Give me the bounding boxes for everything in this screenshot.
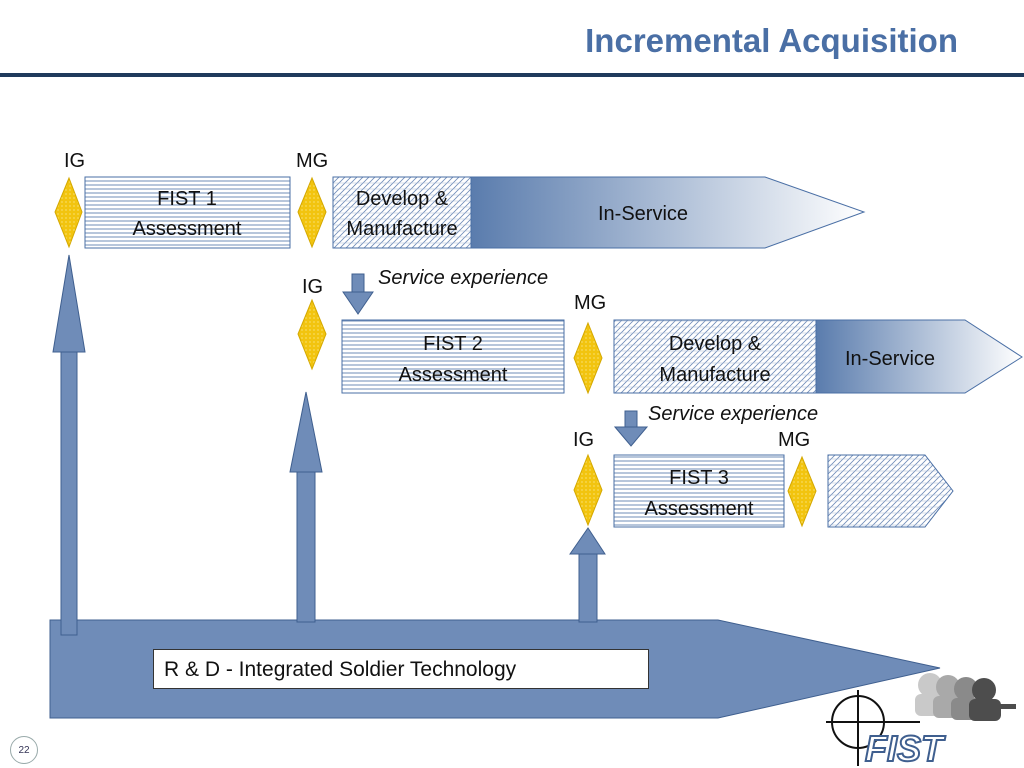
up-arrow-3 bbox=[569, 527, 606, 623]
up-arrow-1 bbox=[52, 254, 86, 636]
row2-develop-line1: Develop & bbox=[669, 333, 762, 355]
row2-mg-label: MG bbox=[574, 292, 606, 314]
service-experience-2: Service experience bbox=[648, 403, 818, 425]
crosshair-icon bbox=[826, 690, 920, 766]
page-title: Incremental Acquisition bbox=[585, 22, 958, 59]
soldier-silhouettes-icon bbox=[915, 673, 1016, 721]
row3-assessment-box bbox=[613, 454, 785, 528]
row2-develop-line2: Manufacture bbox=[659, 364, 770, 386]
row2-mg-gate bbox=[573, 321, 603, 395]
row2-assessment-box bbox=[341, 319, 565, 394]
row1-develop-box bbox=[332, 176, 472, 249]
row3-ig-gate bbox=[573, 453, 603, 527]
row3-assessment-line2: Assessment bbox=[645, 498, 754, 520]
row3-assessment-line1: FIST 3 bbox=[669, 467, 729, 489]
service-arrow-1 bbox=[342, 273, 374, 315]
page-number: 22 bbox=[10, 736, 38, 764]
row2-assessment-line1: FIST 2 bbox=[423, 333, 483, 355]
rd-label-box: R & D - Integrated Soldier Technology bbox=[153, 649, 649, 689]
row1-inservice-label: In-Service bbox=[598, 203, 688, 225]
service-arrow-2 bbox=[613, 410, 649, 447]
row1-mg-gate bbox=[297, 176, 327, 249]
row2-inservice-arrow bbox=[815, 319, 1023, 394]
service-experience-1: Service experience bbox=[378, 267, 548, 289]
up-arrow-2 bbox=[289, 391, 323, 623]
row1-develop-line2: Manufacture bbox=[346, 218, 457, 240]
row3-future-arrow bbox=[827, 454, 954, 528]
logo-text: FIST bbox=[865, 728, 946, 768]
row3-mg-gate bbox=[787, 455, 817, 528]
row1-assessment-line1: FIST 1 bbox=[157, 188, 217, 210]
row2-inservice-label: In-Service bbox=[845, 348, 935, 370]
row2-ig-gate bbox=[297, 298, 327, 371]
row1-assessment-box bbox=[84, 176, 291, 249]
row2-ig-label: IG bbox=[302, 276, 323, 298]
row1-ig-label: IG bbox=[64, 150, 85, 172]
row1-inservice-arrow bbox=[470, 176, 866, 249]
row1-assessment-line2: Assessment bbox=[133, 218, 242, 240]
row2-assessment-line2: Assessment bbox=[399, 364, 508, 386]
row2-develop-box bbox=[613, 319, 817, 394]
row3-ig-label: IG bbox=[573, 429, 594, 451]
row3-mg-label: MG bbox=[778, 429, 810, 451]
fist-logo: FIST bbox=[826, 673, 1016, 768]
row1-mg-label: MG bbox=[296, 150, 328, 172]
row1-develop-line1: Develop & bbox=[356, 188, 449, 210]
title-divider bbox=[0, 73, 1024, 77]
row1-ig-gate bbox=[54, 176, 83, 249]
